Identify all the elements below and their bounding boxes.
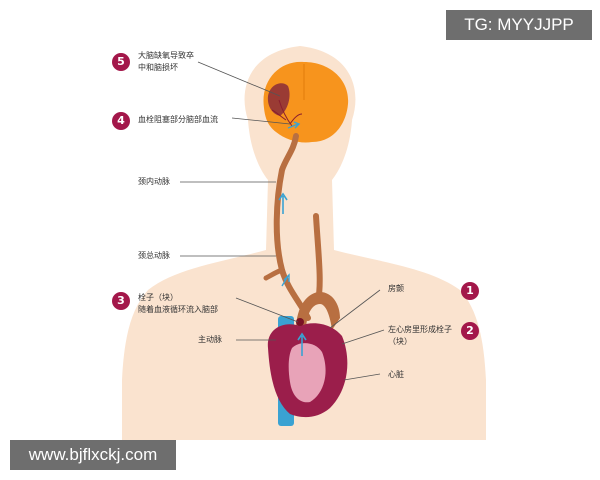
heart-chamber xyxy=(288,343,326,403)
flow-arrow-brain xyxy=(287,121,301,129)
common-carotid-label: 颈总动脉 xyxy=(138,251,170,260)
step-1-text: 房颤 xyxy=(388,284,404,293)
aorta xyxy=(296,292,340,332)
body-silhouette xyxy=(122,46,486,440)
flow-arrow-base xyxy=(281,273,290,287)
step-badge-1: 1 xyxy=(461,282,479,300)
step-5-text-line2: 中和脑损坏 xyxy=(138,63,178,72)
leader-4 xyxy=(231,117,291,125)
watermark-bottom: www.bjflxckj.com xyxy=(10,440,176,470)
watermark-top: TG: MYYJJPP xyxy=(446,10,592,40)
step-badge-5: 5 xyxy=(112,53,130,71)
carotid-branch xyxy=(263,267,285,281)
embolus xyxy=(296,318,304,326)
step-3-text-line2: 随着血液循环流入脑部 xyxy=(138,305,218,314)
brain-vessels xyxy=(271,99,303,127)
blocked-region xyxy=(267,83,290,116)
leader-3 xyxy=(235,297,299,323)
flow-arrow-heart xyxy=(297,332,307,356)
step-2-text-line2: （块） xyxy=(388,337,412,346)
step-3-text-line1: 栓子（块） xyxy=(138,293,178,302)
leader-heart xyxy=(343,373,381,381)
leader-2 xyxy=(341,329,385,345)
carotid-artery xyxy=(273,133,311,321)
step-2-text-line1: 左心房里形成栓子 xyxy=(388,325,452,334)
step-4-text: 血栓阻塞部分脑部血流 xyxy=(138,115,218,124)
step-badge-3: 3 xyxy=(112,292,130,310)
aorta-label: 主动脉 xyxy=(198,335,222,344)
internal-carotid-label: 颈内动脉 xyxy=(138,177,170,186)
step-badge-4: 4 xyxy=(112,112,130,130)
brain xyxy=(263,61,349,143)
flow-arrow-neck xyxy=(278,192,288,214)
step-5-text-line1: 大脑缺氧导致卒 xyxy=(138,51,194,60)
leader-5 xyxy=(197,61,281,97)
heart-label: 心脏 xyxy=(388,370,404,379)
step-badge-2: 2 xyxy=(461,322,479,340)
leader-1 xyxy=(329,289,381,329)
artery-subclavian xyxy=(313,213,323,303)
